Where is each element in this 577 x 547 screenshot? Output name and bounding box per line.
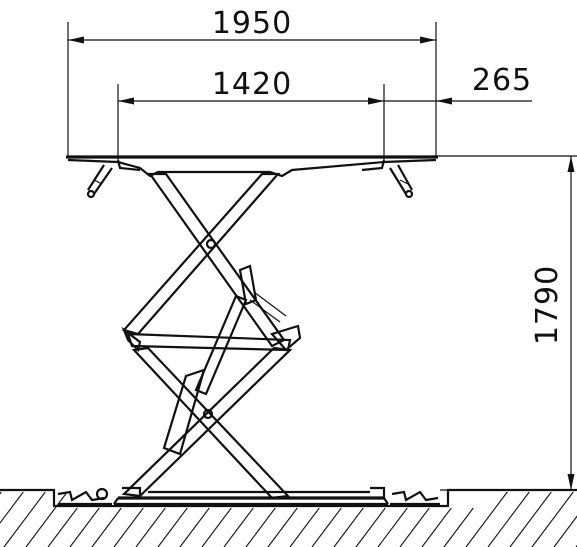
hatch-line	[0, 491, 2, 495]
dimension-label-platform-width: 1420	[212, 67, 292, 102]
hatch-line	[0, 491, 24, 524]
support-pad-left	[86, 164, 113, 199]
ground-hatching	[0, 491, 577, 547]
dimension-label-overhang: 265	[472, 63, 532, 98]
upper-scissor	[122, 172, 286, 348]
hatch-line	[91, 507, 122, 547]
dimension-height: 1790	[432, 155, 577, 491]
hatch-line	[179, 507, 210, 547]
lift-platform	[66, 155, 438, 178]
hatch-line	[421, 507, 452, 547]
hatch-line	[377, 507, 408, 547]
base-foot-right	[390, 490, 440, 506]
hatch-line	[487, 491, 530, 547]
lower-scissor	[121, 346, 293, 500]
support-pad-right	[389, 164, 414, 199]
hatch-line	[443, 507, 474, 547]
hatch-line	[531, 491, 574, 547]
hatch-line	[289, 507, 320, 547]
dimension-label-height: 1790	[530, 265, 565, 345]
hatch-line	[135, 507, 166, 547]
hatch-line	[223, 507, 254, 547]
hatch-line	[267, 507, 298, 547]
hatch-line	[333, 507, 364, 547]
dimension-overall-width: 1950	[67, 6, 437, 158]
hatch-line	[201, 507, 232, 547]
dimension-label-overall-width: 1950	[212, 6, 292, 41]
hatch-line	[3, 491, 46, 547]
hatch-line	[113, 507, 144, 547]
dimension-overhang: 265	[368, 63, 532, 105]
hatch-line	[399, 507, 430, 547]
hydraulic-cylinder	[162, 264, 287, 456]
hatch-line	[355, 507, 386, 547]
hatch-line	[25, 491, 68, 547]
hatch-line	[311, 507, 342, 547]
hatch-line	[553, 515, 577, 547]
hatch-line	[245, 507, 276, 547]
hatch-line	[509, 491, 552, 547]
dimension-platform-width: 1420	[117, 67, 385, 160]
base-foot-left	[57, 487, 112, 506]
hatch-line	[157, 507, 188, 547]
hatch-line	[47, 507, 78, 547]
base-frame	[113, 486, 389, 506]
hatch-line	[465, 491, 508, 547]
hatch-line	[69, 507, 100, 547]
ground-pit	[0, 488, 577, 508]
